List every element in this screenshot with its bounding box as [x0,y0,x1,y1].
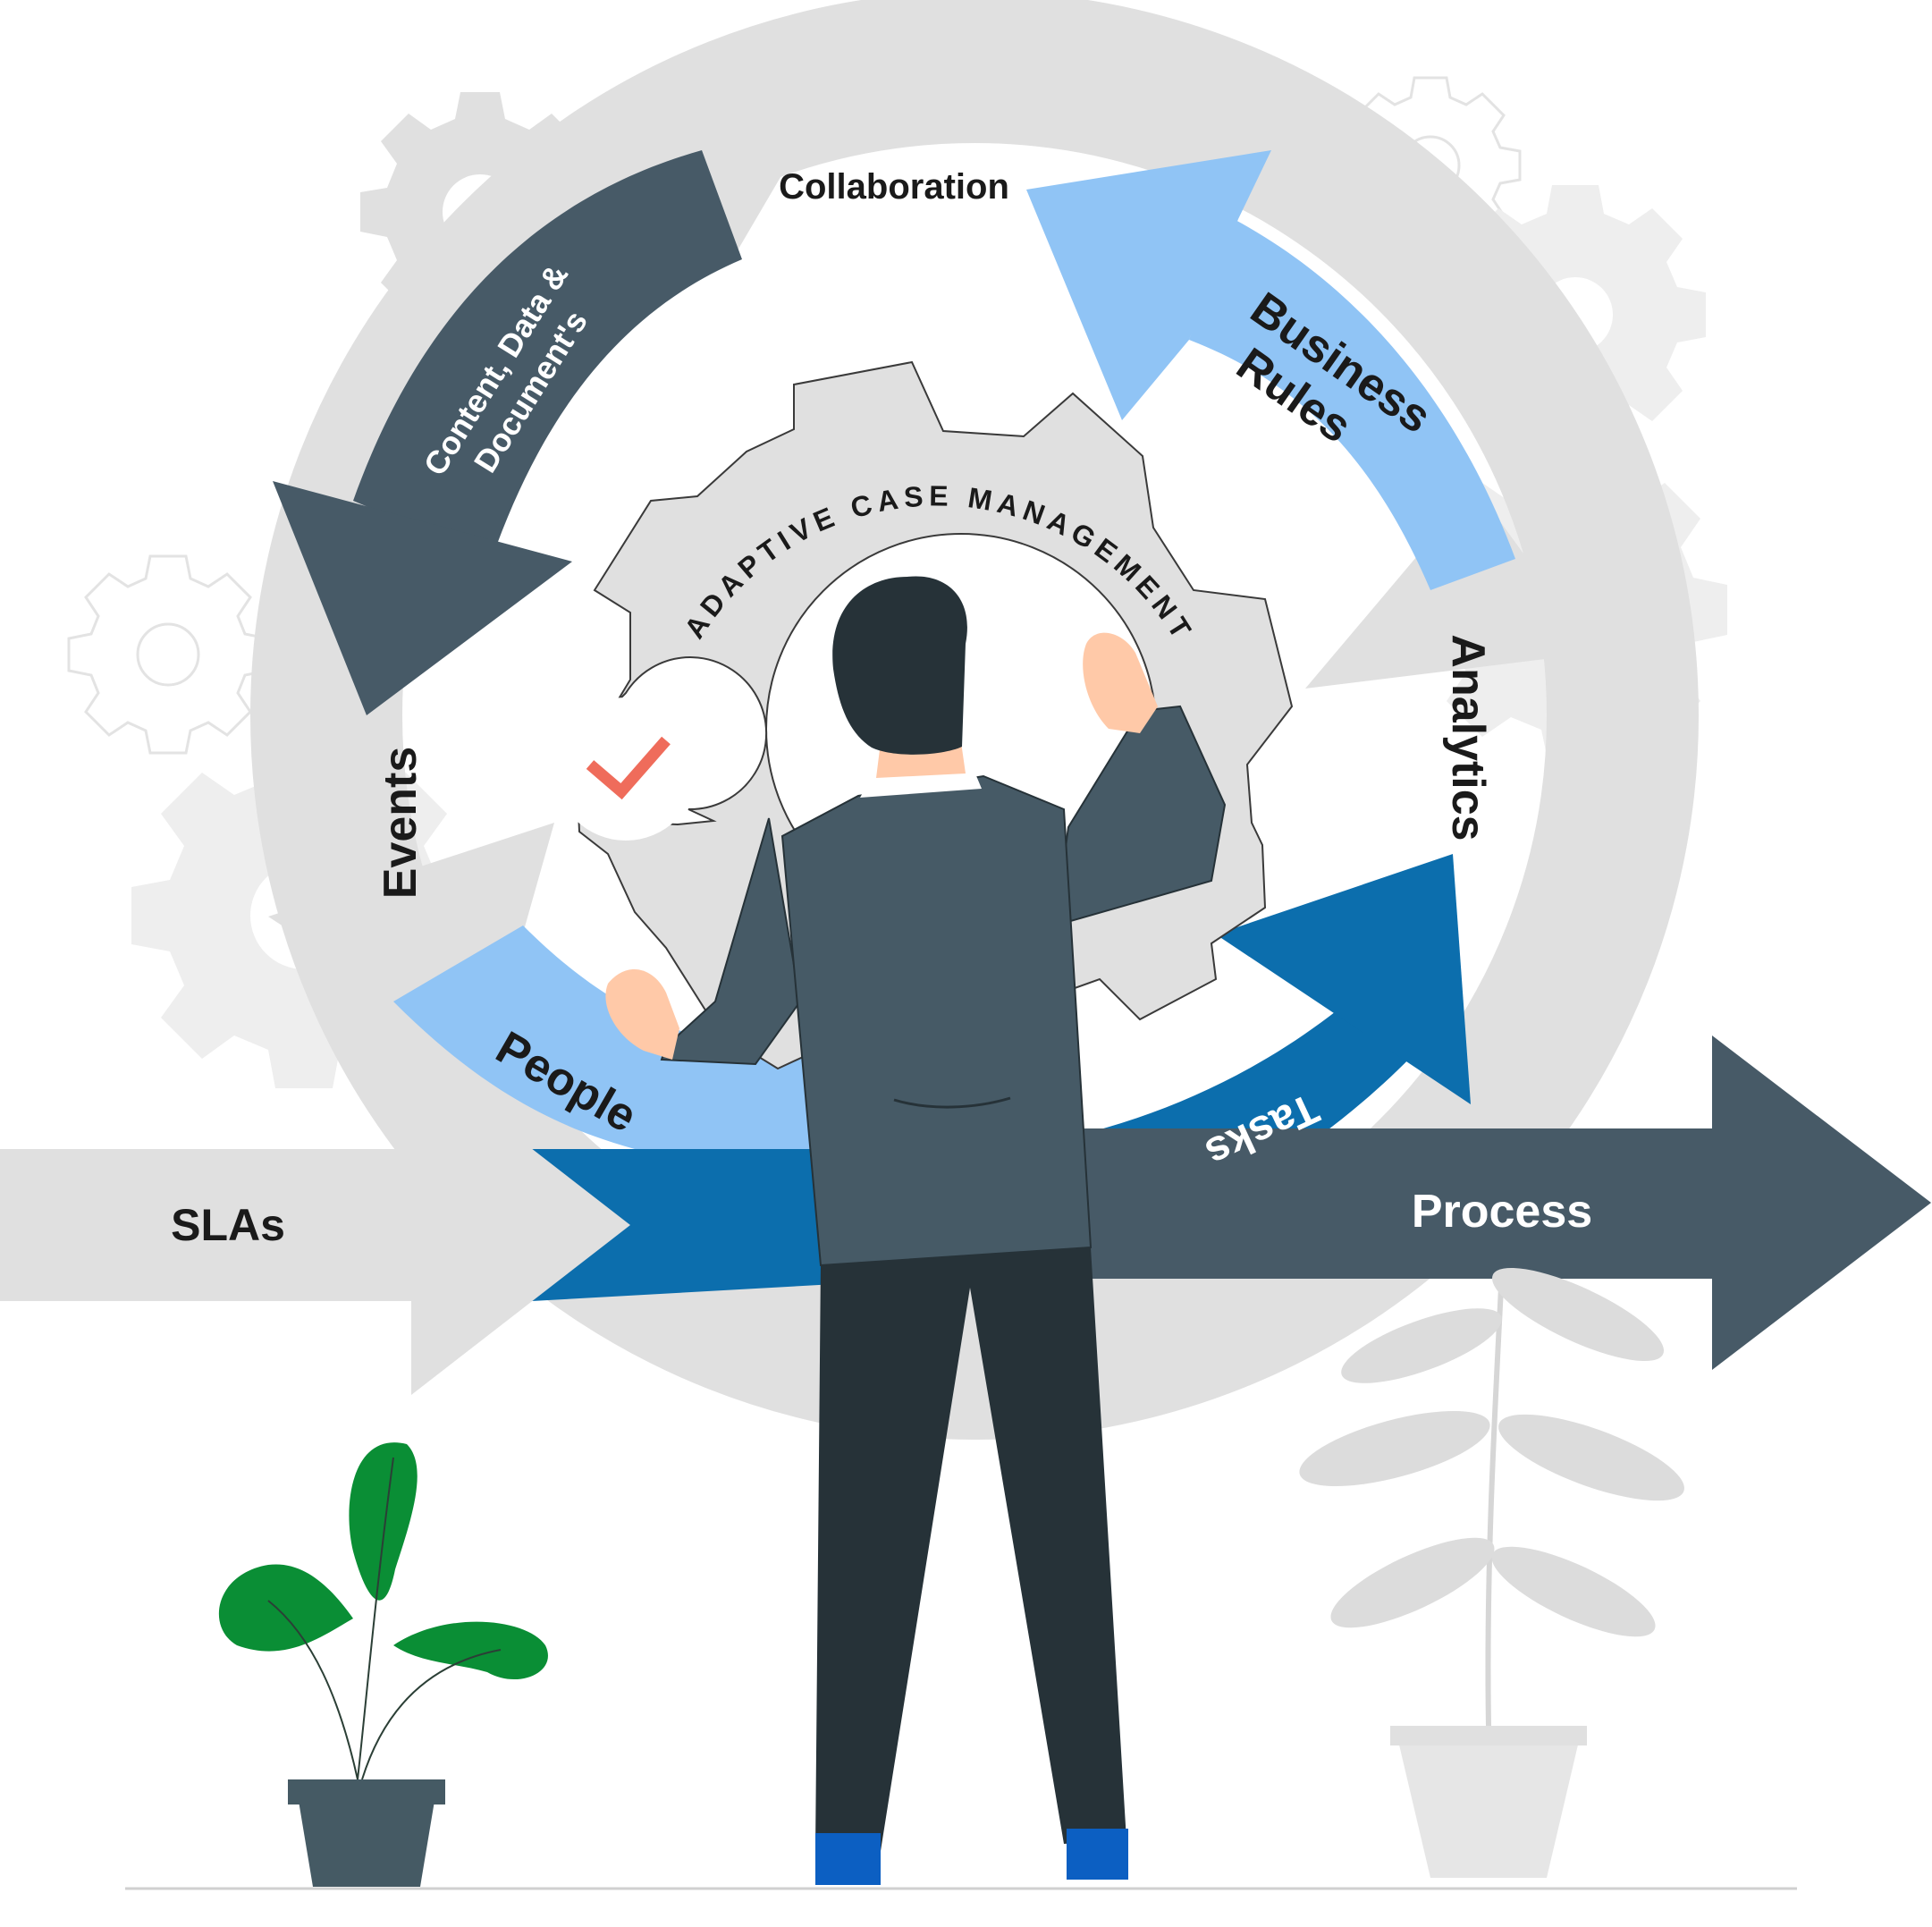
plant-icon [218,1442,548,1887]
person-figure [605,576,1227,1885]
gear-icon [67,554,269,755]
label-events: Events [375,747,426,900]
tasks-arrowhead [1216,854,1471,1104]
process-arrow [1055,1035,1931,1370]
slas-arrow [0,1055,630,1395]
content-arrowhead [273,481,572,715]
business-rules-band [1189,219,1515,590]
label-process: Process [1412,1186,1592,1238]
check-icon [586,736,671,800]
label-collaboration: Collaboration [779,167,1009,207]
cycle-ring [250,0,1699,1440]
plant-icon [1299,1267,1684,1878]
analytics-arrowhead [1305,487,1596,689]
tasks-band [532,993,1417,1301]
people-band [393,925,831,1149]
label-analytics: Analytics [1442,634,1494,841]
business-rules-arrowhead [1026,150,1271,420]
case-cycle [0,0,1931,1440]
content-band [353,150,742,559]
label-slas: SLAs [171,1200,285,1250]
check-bubble [554,656,768,841]
